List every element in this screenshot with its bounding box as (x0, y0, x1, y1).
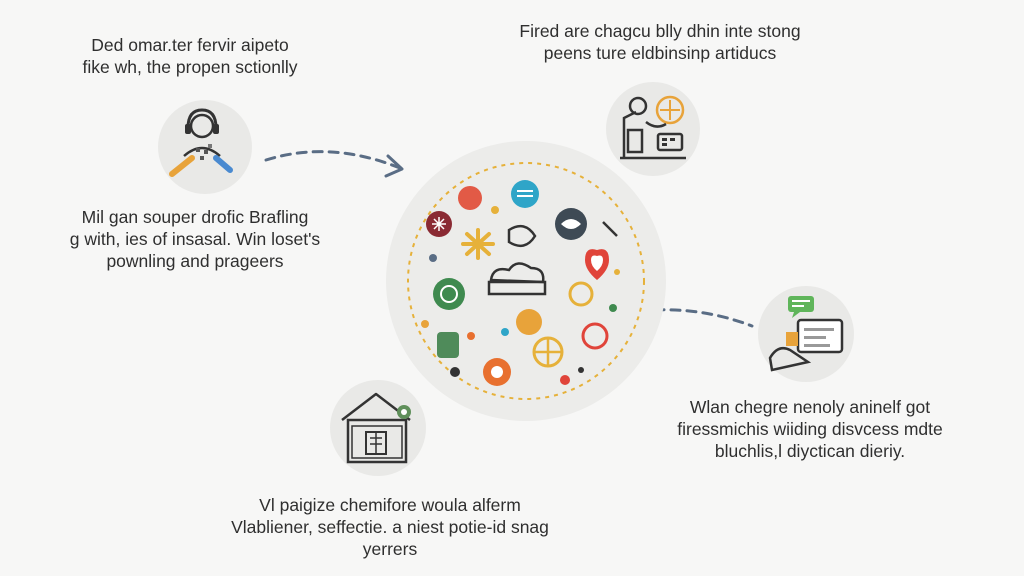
dashed-arrow-left (264, 150, 402, 170)
arrow-head-icon (384, 154, 404, 178)
caption-line: bluchlis,l diyctican dieriy. (714, 441, 906, 461)
caption-line: Fired are chagcu blly dhin inte stong (519, 21, 801, 41)
caption-line: Wlan chegre nenoly aninelf got (689, 397, 931, 417)
caption-top-left: Ded omar.ter fervir aipeto fike wh, the … (40, 34, 340, 78)
caption-line: g with, ies of insasal. Win loset's (69, 229, 321, 249)
caption-line: Vlabliener, seffectie. a niest potie-id … (231, 517, 549, 537)
dashed-line-right (653, 308, 754, 328)
headset-person-icon (158, 100, 252, 194)
caption-line: Ded omar.ter fervir aipeto (91, 35, 289, 55)
caption-line: Vl paigize chemifore woula alferm (259, 495, 521, 515)
caption-mid-right: Wlan chegre nenoly aninelf got firessmic… (640, 396, 980, 462)
monitor-chat-icon (758, 286, 854, 382)
caption-bottom: Vl paigize chemifore woula alferm Vlabli… (180, 494, 600, 560)
caption-line: pownling and prageers (106, 251, 284, 271)
caption-line: fike wh, the propen sctionlly (82, 57, 298, 77)
caption-mid-left: Mil gan souper drofic Brafling g with, i… (30, 206, 360, 272)
caption-line: firessmichis wiiding disvcess mdte (677, 419, 943, 439)
desk-workstation-icon (606, 82, 700, 176)
caption-top-right: Fired are chagcu blly dhin inte stong pe… (480, 20, 840, 64)
caption-line: peens ture eldbinsinp artiducs (543, 43, 777, 63)
caption-line: yerrers (362, 539, 418, 559)
hub-cluster-icon (385, 140, 667, 422)
caption-line: Mil gan souper drofic Brafling (81, 207, 309, 227)
house-icon (330, 380, 426, 476)
